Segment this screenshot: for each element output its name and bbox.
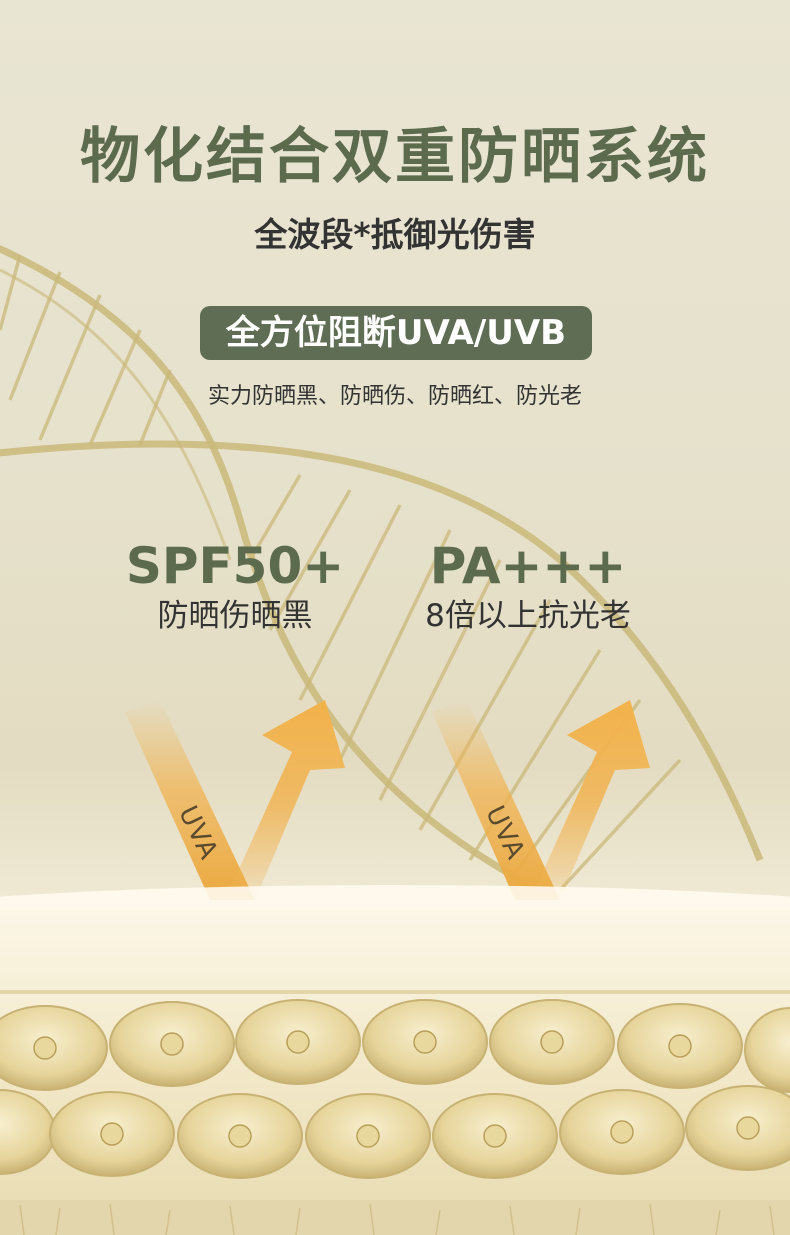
- page-title: 物化结合双重防晒系统: [80, 122, 710, 192]
- uva-ray-left: [125, 700, 255, 900]
- stat-pa-value: PA+++: [429, 537, 627, 595]
- feature-badge: 全方位阻断UVA/UVB: [200, 306, 592, 360]
- stat-spf-desc: 防晒伤晒黑: [157, 598, 313, 634]
- page-subtitle: 全波段*抵御光伤害: [254, 215, 536, 254]
- dna-helix: [0, 245, 764, 892]
- uva-ray-right: [432, 700, 560, 900]
- benefits-text: 实力防晒黑、防晒伤、防晒红、防光老: [207, 384, 582, 409]
- stat-spf-value: SPF50+: [125, 537, 345, 595]
- reflect-arrow-right: [530, 700, 650, 900]
- capsule-layer: [0, 999, 790, 1179]
- stat-pa-desc: 8倍以上抗光老: [425, 598, 631, 634]
- reflect-arrow-left: [225, 700, 345, 900]
